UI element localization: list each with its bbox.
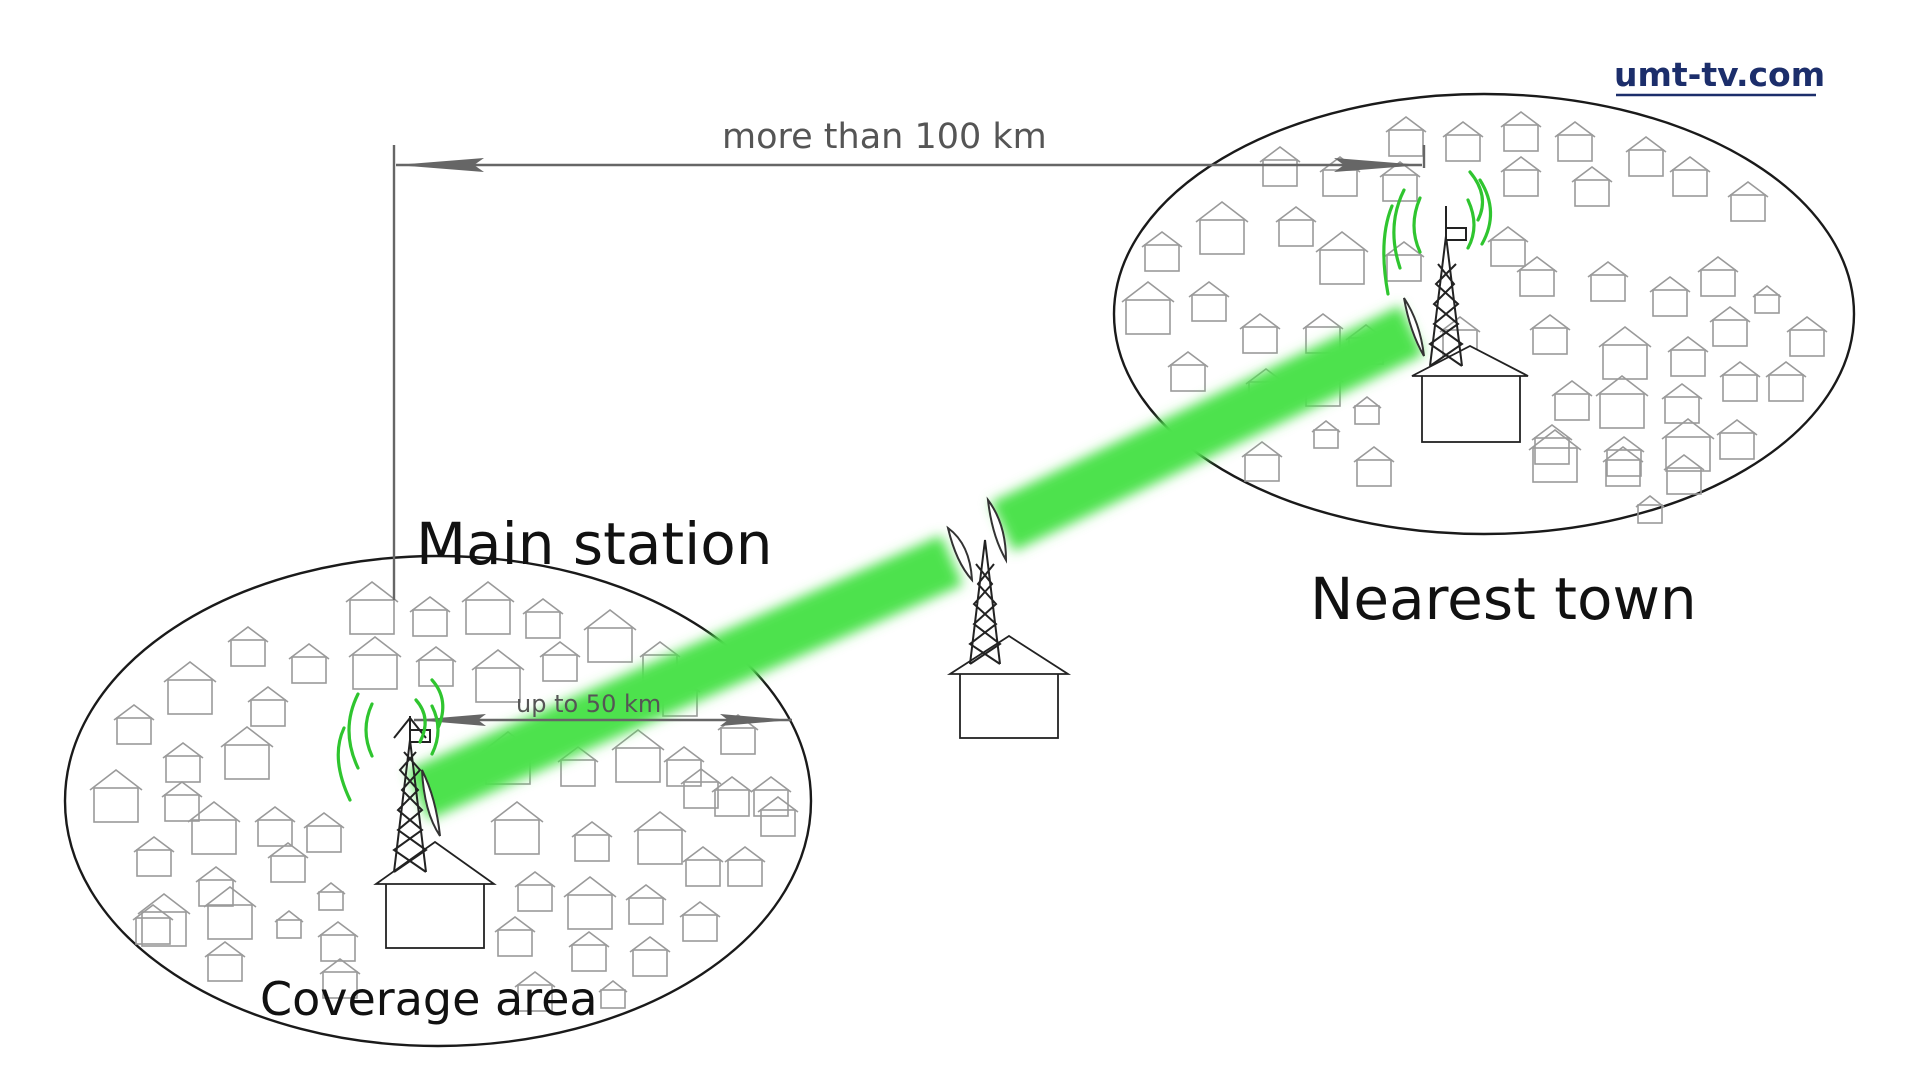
- microwave-beam: [407, 305, 1424, 820]
- nearest-town-signal-waves: [1382, 170, 1493, 296]
- coverage-area-ellipse: [63, 554, 813, 1048]
- main-station-tower: [373, 716, 497, 949]
- coverage-area-label: Coverage area: [260, 972, 598, 1026]
- main-station-signal-waves: [336, 678, 445, 802]
- distance-dimension-long: [392, 145, 1426, 600]
- distance-dimension-short: [414, 714, 792, 726]
- nearest-town-label: Nearest town: [1310, 565, 1697, 633]
- distance-short-label: up to 50 km: [516, 690, 661, 718]
- distance-long-label: more than 100 km: [722, 117, 1047, 157]
- watermark-link[interactable]: umt-tv.com: [1614, 55, 1825, 94]
- nearest-town-tower: [1403, 206, 1529, 443]
- relay-tower: [946, 496, 1072, 739]
- nearest-town-houses: [1121, 111, 1828, 524]
- nearest-town-ellipse: [1112, 92, 1856, 536]
- main-station-label: Main station: [416, 510, 773, 578]
